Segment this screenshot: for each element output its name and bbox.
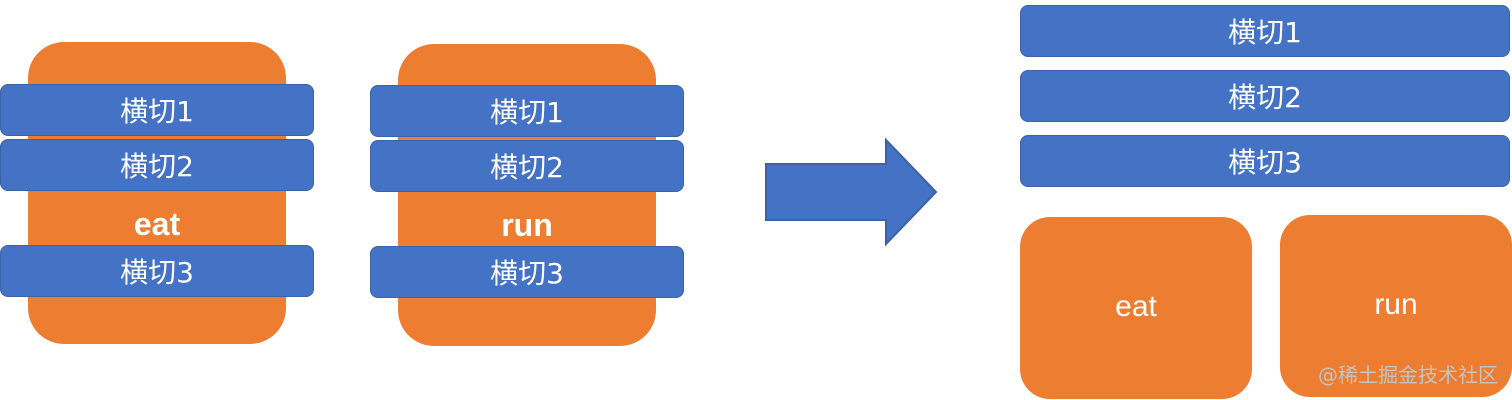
cross-cut-band-2: 横切2 [370,140,684,192]
cross-cut-band-1: 横切1 [1020,5,1510,57]
eat-label: eat [1115,290,1157,323]
right-arrow-icon [765,137,938,247]
cross-cut-band-1: 横切1 [370,85,684,137]
eat-label: eat [133,206,181,242]
cross-cut-band-2: 横切2 [1020,70,1510,122]
run-label: run [501,207,553,243]
cross-cut-band-2: 横切2 [0,139,314,191]
run-block [1280,215,1512,397]
run-label: run [1374,288,1418,321]
cross-cut-band-3: 横切3 [370,246,684,298]
cross-cut-band-3: 横切3 [1020,135,1510,187]
eat-block [1020,217,1252,399]
cross-cut-band-3: 横切3 [0,245,314,297]
watermark: @稀土掘金技术社区 [1318,363,1498,387]
cross-cut-band-1: 横切1 [0,84,314,136]
